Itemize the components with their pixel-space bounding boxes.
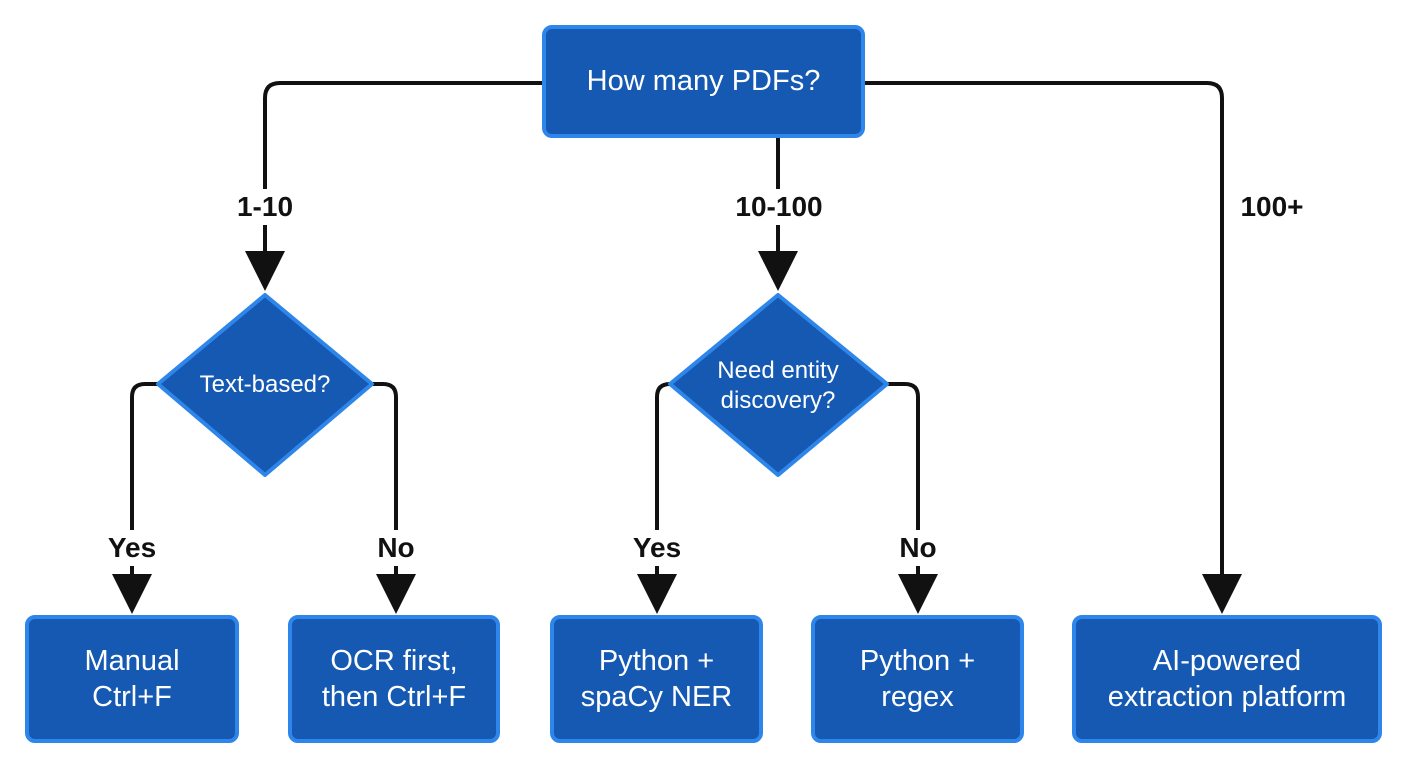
outcome-manual-label: Manual Ctrl+F (84, 644, 180, 713)
outcome-manual-ctrl-f: Manual Ctrl+F (25, 615, 239, 743)
outcome-ocr-label: OCR first, then Ctrl+F (321, 644, 467, 713)
branch-label-10-100: 10-100 (729, 189, 829, 225)
edge-root-to-ai-platform (865, 81, 1242, 614)
edge-entity-discovery-yes (637, 382, 677, 614)
branch-label-100-plus: 100+ (1234, 189, 1310, 225)
edge-entity-discovery-no (885, 382, 938, 614)
edge-text-based-yes (112, 382, 160, 614)
decision-entity-discovery-label: Need entity discovery? (717, 357, 839, 414)
decision-text-based-shape (156, 293, 374, 477)
text-based-no-label: No (371, 530, 421, 566)
outcome-regex-label: Python + regex (859, 644, 976, 713)
decision-entity-discovery-shape (668, 293, 889, 477)
outcome-python-regex: Python + regex (811, 615, 1024, 743)
entity-discovery-yes-label: Yes (626, 530, 688, 566)
outcome-ocr-then-ctrl-f: OCR first, then Ctrl+F (288, 615, 500, 743)
outcome-ai-powered-platform: AI-powered extraction platform (1072, 615, 1382, 743)
root-question-label: How many PDFs? (586, 65, 821, 98)
outcome-spacy-label: Python + spaCy NER (580, 644, 733, 713)
outcome-python-spacy-ner: Python + spaCy NER (550, 615, 763, 743)
branch-label-1-10: 1-10 (230, 189, 300, 225)
outcome-ai-platform-label: AI-powered extraction platform (1107, 644, 1347, 713)
root-question-node: How many PDFs? (542, 25, 865, 138)
text-based-yes-label: Yes (101, 530, 163, 566)
edge-text-based-no (370, 382, 416, 614)
decision-text-based-label: Text-based? (199, 371, 331, 398)
entity-discovery-no-label: No (893, 530, 943, 566)
edge-root-to-text-based (245, 81, 542, 291)
